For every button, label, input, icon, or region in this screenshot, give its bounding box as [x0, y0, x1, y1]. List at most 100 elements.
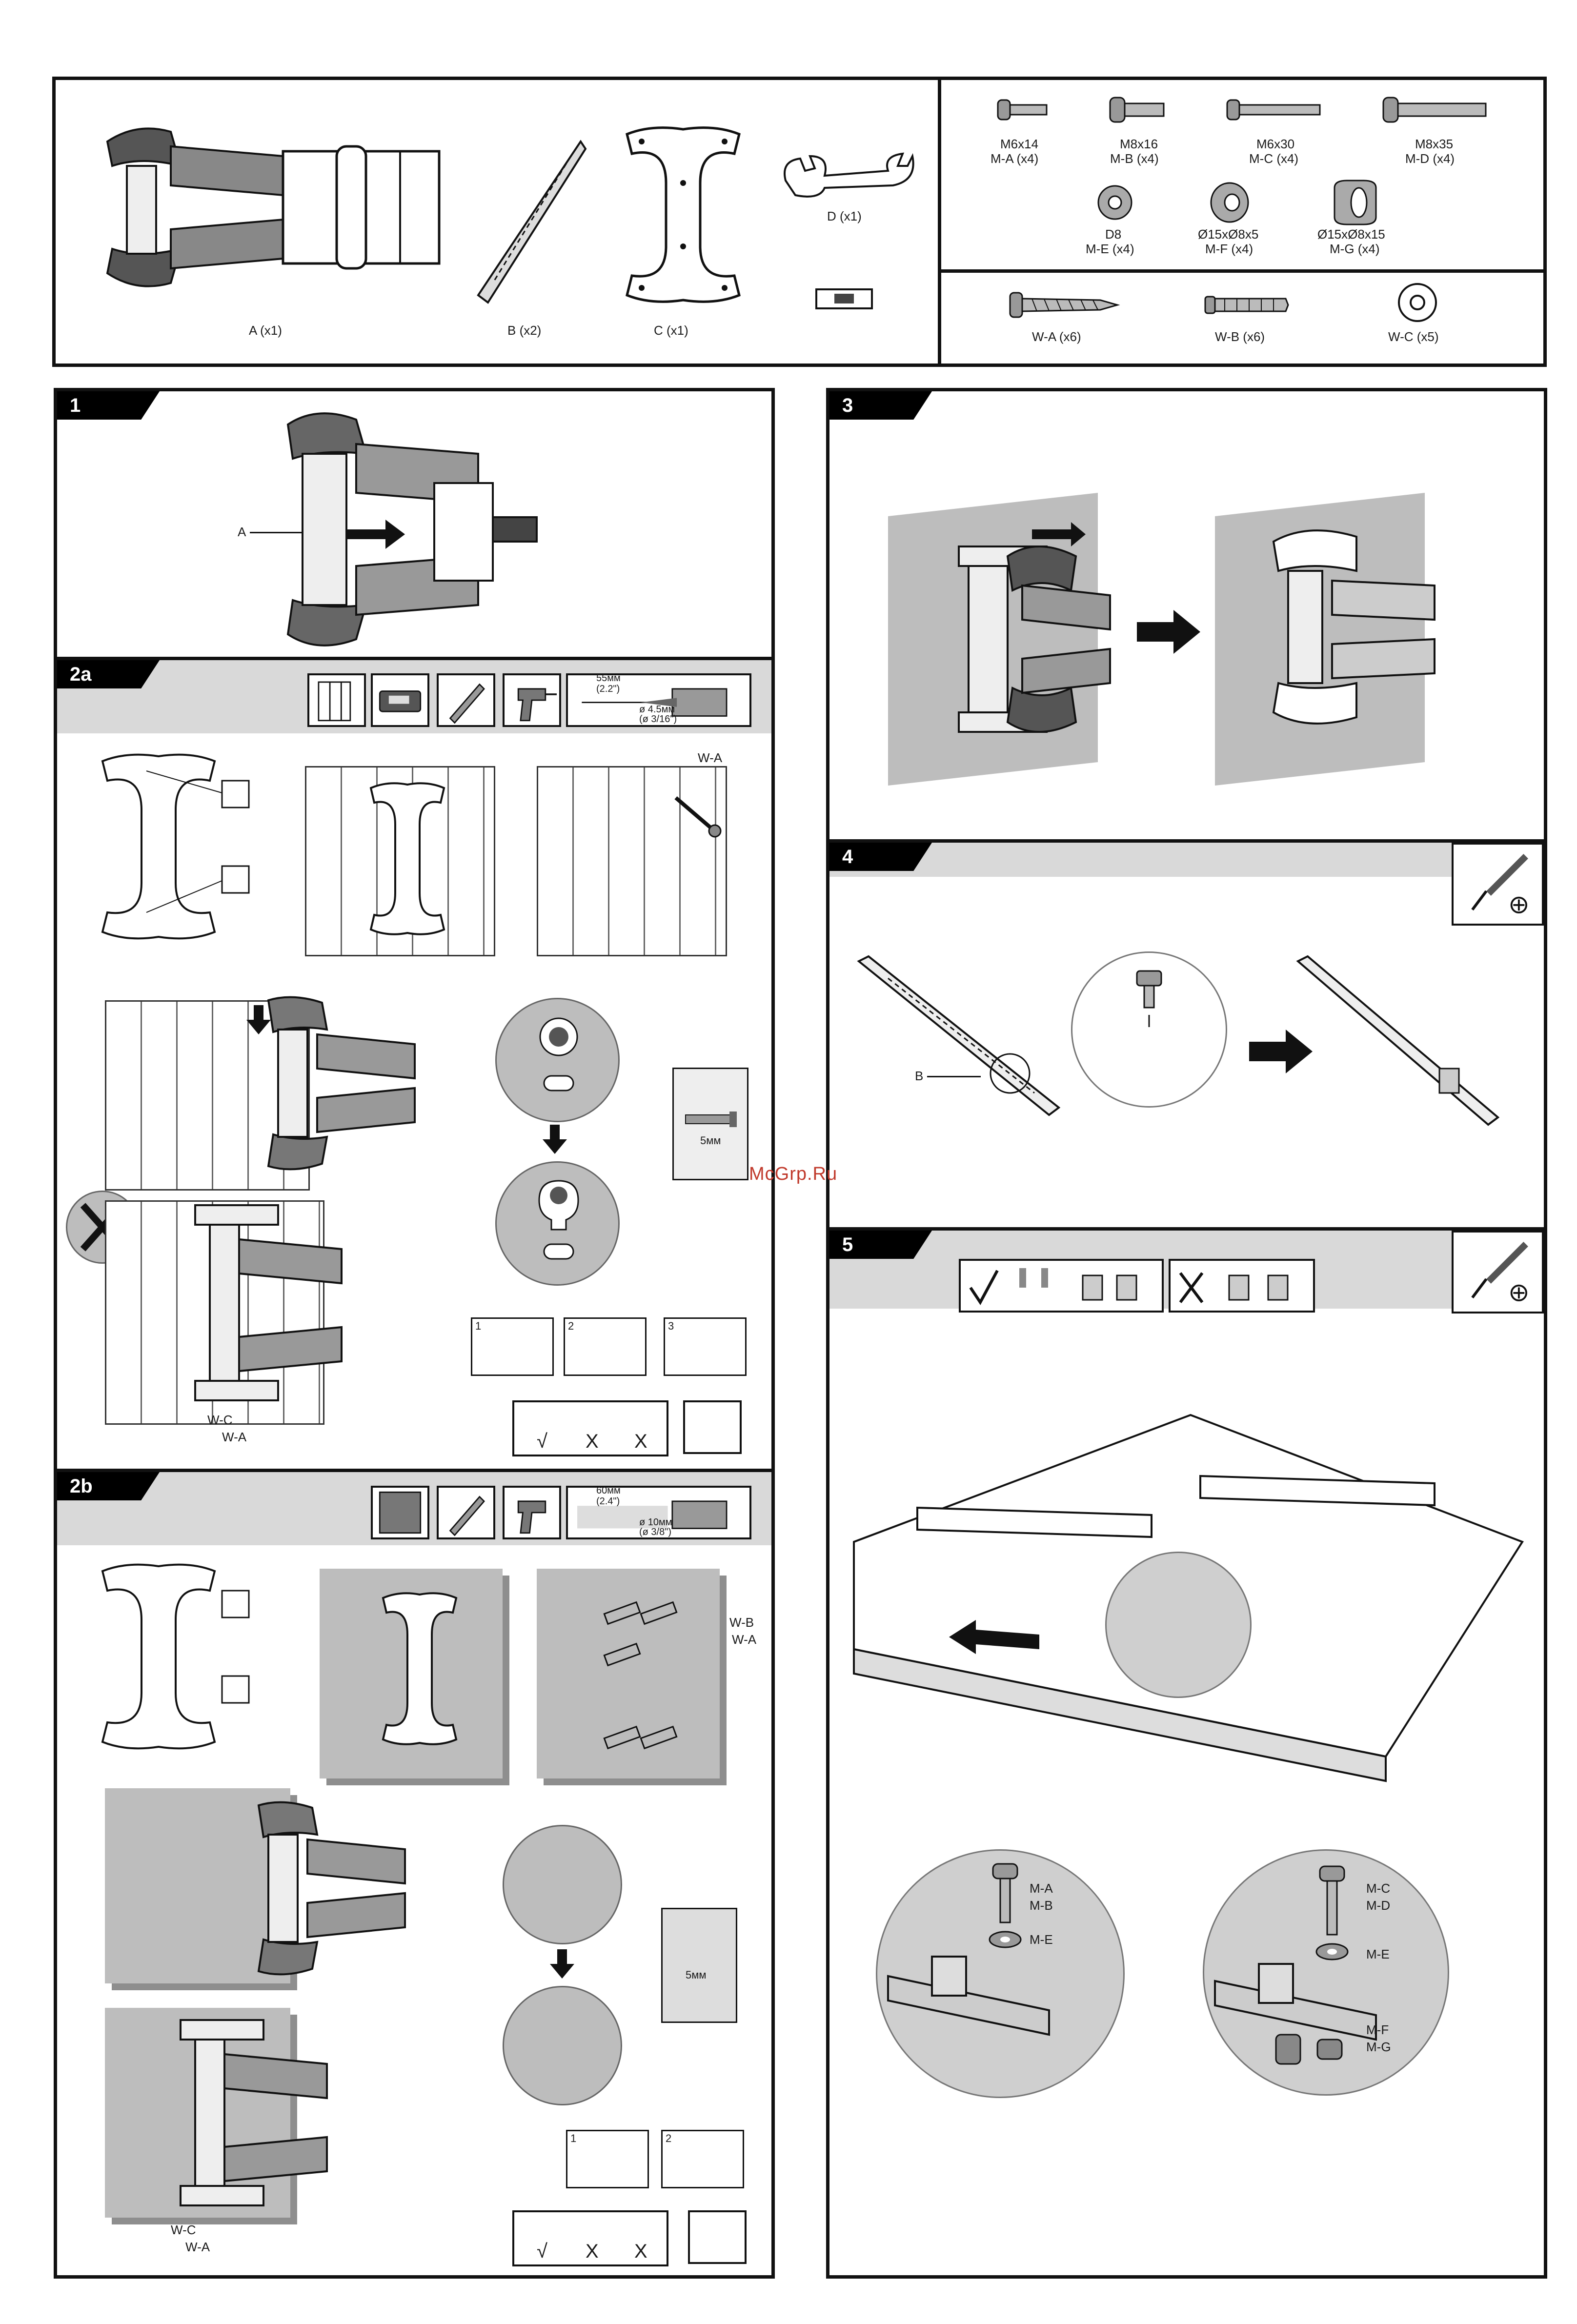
step2a-mini-2: 2	[564, 1317, 647, 1376]
step2b-wb-label: W-B	[729, 1615, 754, 1630]
part-a-label: A (x1)	[249, 323, 282, 338]
step2a-depth-label: 5мм	[700, 1134, 721, 1147]
step2a-badge: 2a	[57, 660, 160, 688]
ma-size: M6x14	[1000, 137, 1039, 151]
step5-mg: M-G	[1366, 2040, 1391, 2054]
step2b-keyhole-2	[503, 1986, 622, 2105]
step5-badge: 5	[829, 1231, 932, 1259]
step2a-down-arrow	[543, 1125, 567, 1154]
part-c-label: C (x1)	[654, 323, 688, 338]
step2b-wa-label: W-A	[732, 1632, 757, 1647]
drill-2a-dia: ø 4.5мм	[639, 704, 675, 715]
step4-rail-before	[857, 955, 1061, 1116]
drill-spec-2a	[566, 673, 751, 727]
step1-a-label: A	[238, 525, 246, 539]
step5-correct-box	[959, 1259, 1164, 1313]
drill-spec-2b	[566, 1486, 751, 1539]
step5-screwdriver-icon[interactable]	[1452, 1231, 1544, 1314]
hardware-divider	[939, 269, 1546, 273]
step2b-down-arrow	[550, 1949, 574, 1979]
wood-wall-tool-icon	[307, 673, 366, 727]
step5-incorrect-box	[1169, 1259, 1315, 1313]
drill-icon-2b	[503, 1486, 561, 1539]
drill-2a-depth-in: (2.2")	[596, 684, 620, 694]
step5-mf: M-F	[1366, 2022, 1389, 2037]
part-d-wrench	[784, 152, 914, 198]
drill-2b-dia-in: (ø 3/8")	[639, 1527, 671, 1537]
pencil-icon-2b	[437, 1486, 495, 1539]
step5-mc: M-C	[1366, 1881, 1391, 1896]
wc-code: W-C (x5)	[1388, 329, 1439, 344]
step5-left-screw	[992, 1863, 1018, 1923]
step3-bottom-divider	[829, 839, 1544, 843]
step2a-keyhole-screw-2	[538, 1180, 579, 1260]
wood-screw-wa-icon	[1009, 292, 1120, 318]
step4-b-leader	[927, 1076, 981, 1077]
mini-num: 1	[570, 2132, 577, 2144]
mb-size: M8x16	[1120, 137, 1158, 151]
mb-code: M-B (x4)	[1110, 151, 1159, 166]
anchor-wb-icon	[1204, 296, 1289, 314]
parts-divider	[938, 78, 941, 366]
step2a-hang-arm	[246, 996, 416, 1171]
washer-me-icon	[1097, 185, 1132, 220]
step2a-wa-label-2: W-A	[222, 1430, 247, 1444]
mc-size: M6x30	[1256, 137, 1295, 151]
step4-bottom-divider	[829, 1227, 1544, 1231]
step2a-level-check	[512, 1400, 668, 1456]
step3-badge: 3	[829, 391, 932, 420]
step3-hang-arm	[958, 522, 1111, 733]
spacer-mg-icon	[1334, 180, 1377, 225]
md-code: M-D (x4)	[1405, 151, 1455, 166]
step2a-depth-screw	[685, 1111, 737, 1127]
step2a-plate-marking	[101, 753, 250, 940]
mf-code: M-F (x4)	[1205, 242, 1254, 256]
part-b-label: B (x2)	[507, 323, 542, 338]
level-x2-2b: X	[634, 2241, 647, 2262]
step4-badge: 4	[829, 843, 932, 871]
step2a-wa-label: W-A	[698, 750, 723, 765]
step5-right-screw	[1319, 1865, 1345, 1936]
step2b-depth-label: 5мм	[686, 1969, 707, 1981]
drill-icon	[503, 673, 561, 727]
step2b-concrete-wall-2	[537, 1569, 720, 1778]
step3-right-arrow	[1137, 610, 1200, 654]
step4-band	[829, 843, 1455, 877]
step2b-badge: 2b	[57, 1472, 160, 1500]
wa-code: W-A (x6)	[1032, 329, 1081, 344]
drill-2a-dia-in: (ø 3/16")	[639, 714, 677, 725]
step2a-mounted-arm	[194, 1204, 343, 1401]
wb-code: W-B (x6)	[1215, 329, 1265, 344]
step2b-screwdriver-drill	[688, 2210, 747, 2264]
spacer-mf-icon	[1210, 182, 1249, 223]
step2a-wc-label: W-C	[207, 1413, 233, 1427]
part-c-illustration	[626, 126, 741, 303]
md-size: M8x35	[1415, 137, 1454, 151]
step2a-mini-1: 1	[471, 1317, 554, 1376]
step2b-level-check	[512, 2210, 668, 2266]
level-x1: X	[586, 1431, 599, 1452]
drill-2b-depth-in: (2.4")	[596, 1496, 620, 1507]
step4-b-label: B	[915, 1069, 924, 1083]
mf-size: Ø15xØ8x5	[1198, 227, 1259, 242]
screw-mc-icon	[1226, 99, 1321, 121]
step5-left-bracket	[887, 1956, 1050, 2036]
step4-screwdriver-icon[interactable]	[1452, 843, 1544, 926]
me-code: M-E (x4)	[1086, 242, 1134, 256]
step5-ma: M-A	[1030, 1881, 1053, 1896]
step2b-plate-on-wall	[382, 1592, 458, 1745]
step5-detail-circle-small	[1105, 1552, 1252, 1698]
step2b-anchors	[603, 1601, 678, 1750]
step2a-screwdriver-drill	[683, 1400, 742, 1454]
step2b-concrete-wall-3	[105, 1788, 290, 1983]
step5-right-washer	[1315, 1943, 1349, 1960]
concrete-wall-icon	[371, 1486, 429, 1539]
parts-frame	[52, 77, 1547, 367]
step2b-plate-marking	[101, 1563, 250, 1750]
step5-me-right: M-E	[1366, 1947, 1390, 1961]
step1-a-leader	[250, 532, 303, 533]
step5-md: M-D	[1366, 1898, 1391, 1913]
screw-ma-icon	[997, 99, 1048, 121]
step1-badge: 1	[57, 391, 160, 420]
step5-right-bracket	[1214, 1963, 1377, 2041]
